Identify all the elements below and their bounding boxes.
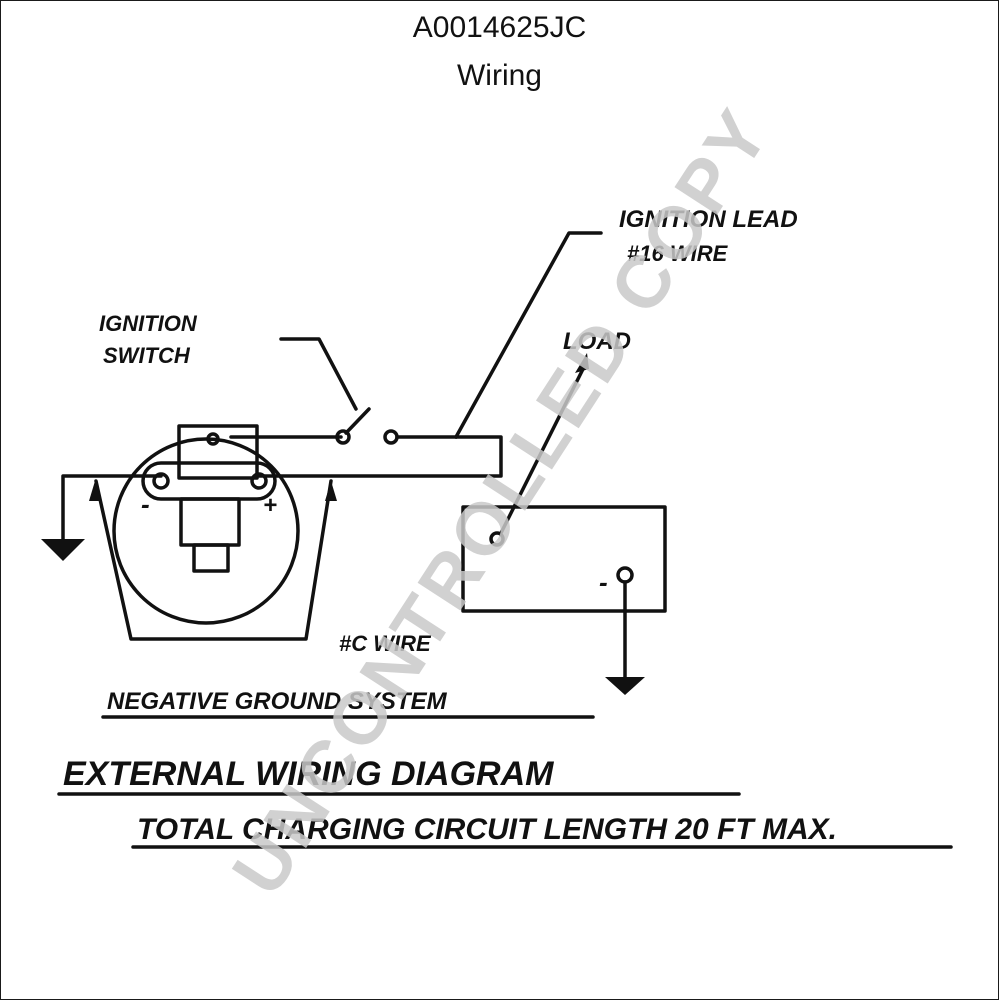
ground-symbol-left <box>41 539 85 561</box>
battery-pos-terminal <box>489 531 505 547</box>
battery-negative-sign: - <box>599 567 608 597</box>
ignition-switch-label-2: SWITCH <box>103 343 191 368</box>
ignition-lead-label: IGNITION LEAD <box>619 206 798 233</box>
ignition-lead-line <box>454 231 603 439</box>
battery-neg-terminal <box>616 566 634 584</box>
wire-gauge-label: #16 WIRE <box>627 241 729 266</box>
negative-terminal <box>152 472 170 490</box>
switch-contact-a <box>335 429 351 445</box>
load-lead <box>499 363 587 535</box>
alternator-top-block <box>177 424 259 480</box>
regulator-block <box>179 497 241 547</box>
ignition-switch-label-1: IGNITION <box>99 311 198 336</box>
regulator-tab <box>192 543 230 573</box>
alternator-top-terminal <box>206 432 220 446</box>
positive-terminal <box>250 472 268 490</box>
arrow-left <box>89 481 101 501</box>
load-label: LOAD <box>563 328 631 355</box>
circuit-note: TOTAL CHARGING CIRCUIT LENGTH 20 FT MAX. <box>137 813 837 846</box>
part-number: A0014625JC <box>412 11 587 44</box>
positive-sign: + <box>263 492 277 519</box>
ground-wire-loop <box>94 479 333 641</box>
battery-box <box>461 505 667 613</box>
page-subtitle: Wiring <box>456 59 542 92</box>
switch-blade <box>344 407 371 435</box>
terminal-plate <box>141 461 277 501</box>
ground-lead-left <box>61 474 163 541</box>
negative-sign: - <box>141 489 150 519</box>
ground-symbol-right <box>605 677 645 695</box>
diagram-title: EXTERNAL WIRING DIAGRAM <box>63 755 554 793</box>
switch-contact-b <box>383 429 399 445</box>
load-arrow <box>575 353 589 373</box>
alternator-circle <box>112 437 300 625</box>
arrow-right <box>325 481 337 501</box>
ground-wire-label: #C WIRE <box>339 631 432 656</box>
system-caption: NEGATIVE GROUND SYSTEM <box>107 688 448 715</box>
charge-wire <box>257 435 503 478</box>
switch-leader-line <box>279 337 358 411</box>
